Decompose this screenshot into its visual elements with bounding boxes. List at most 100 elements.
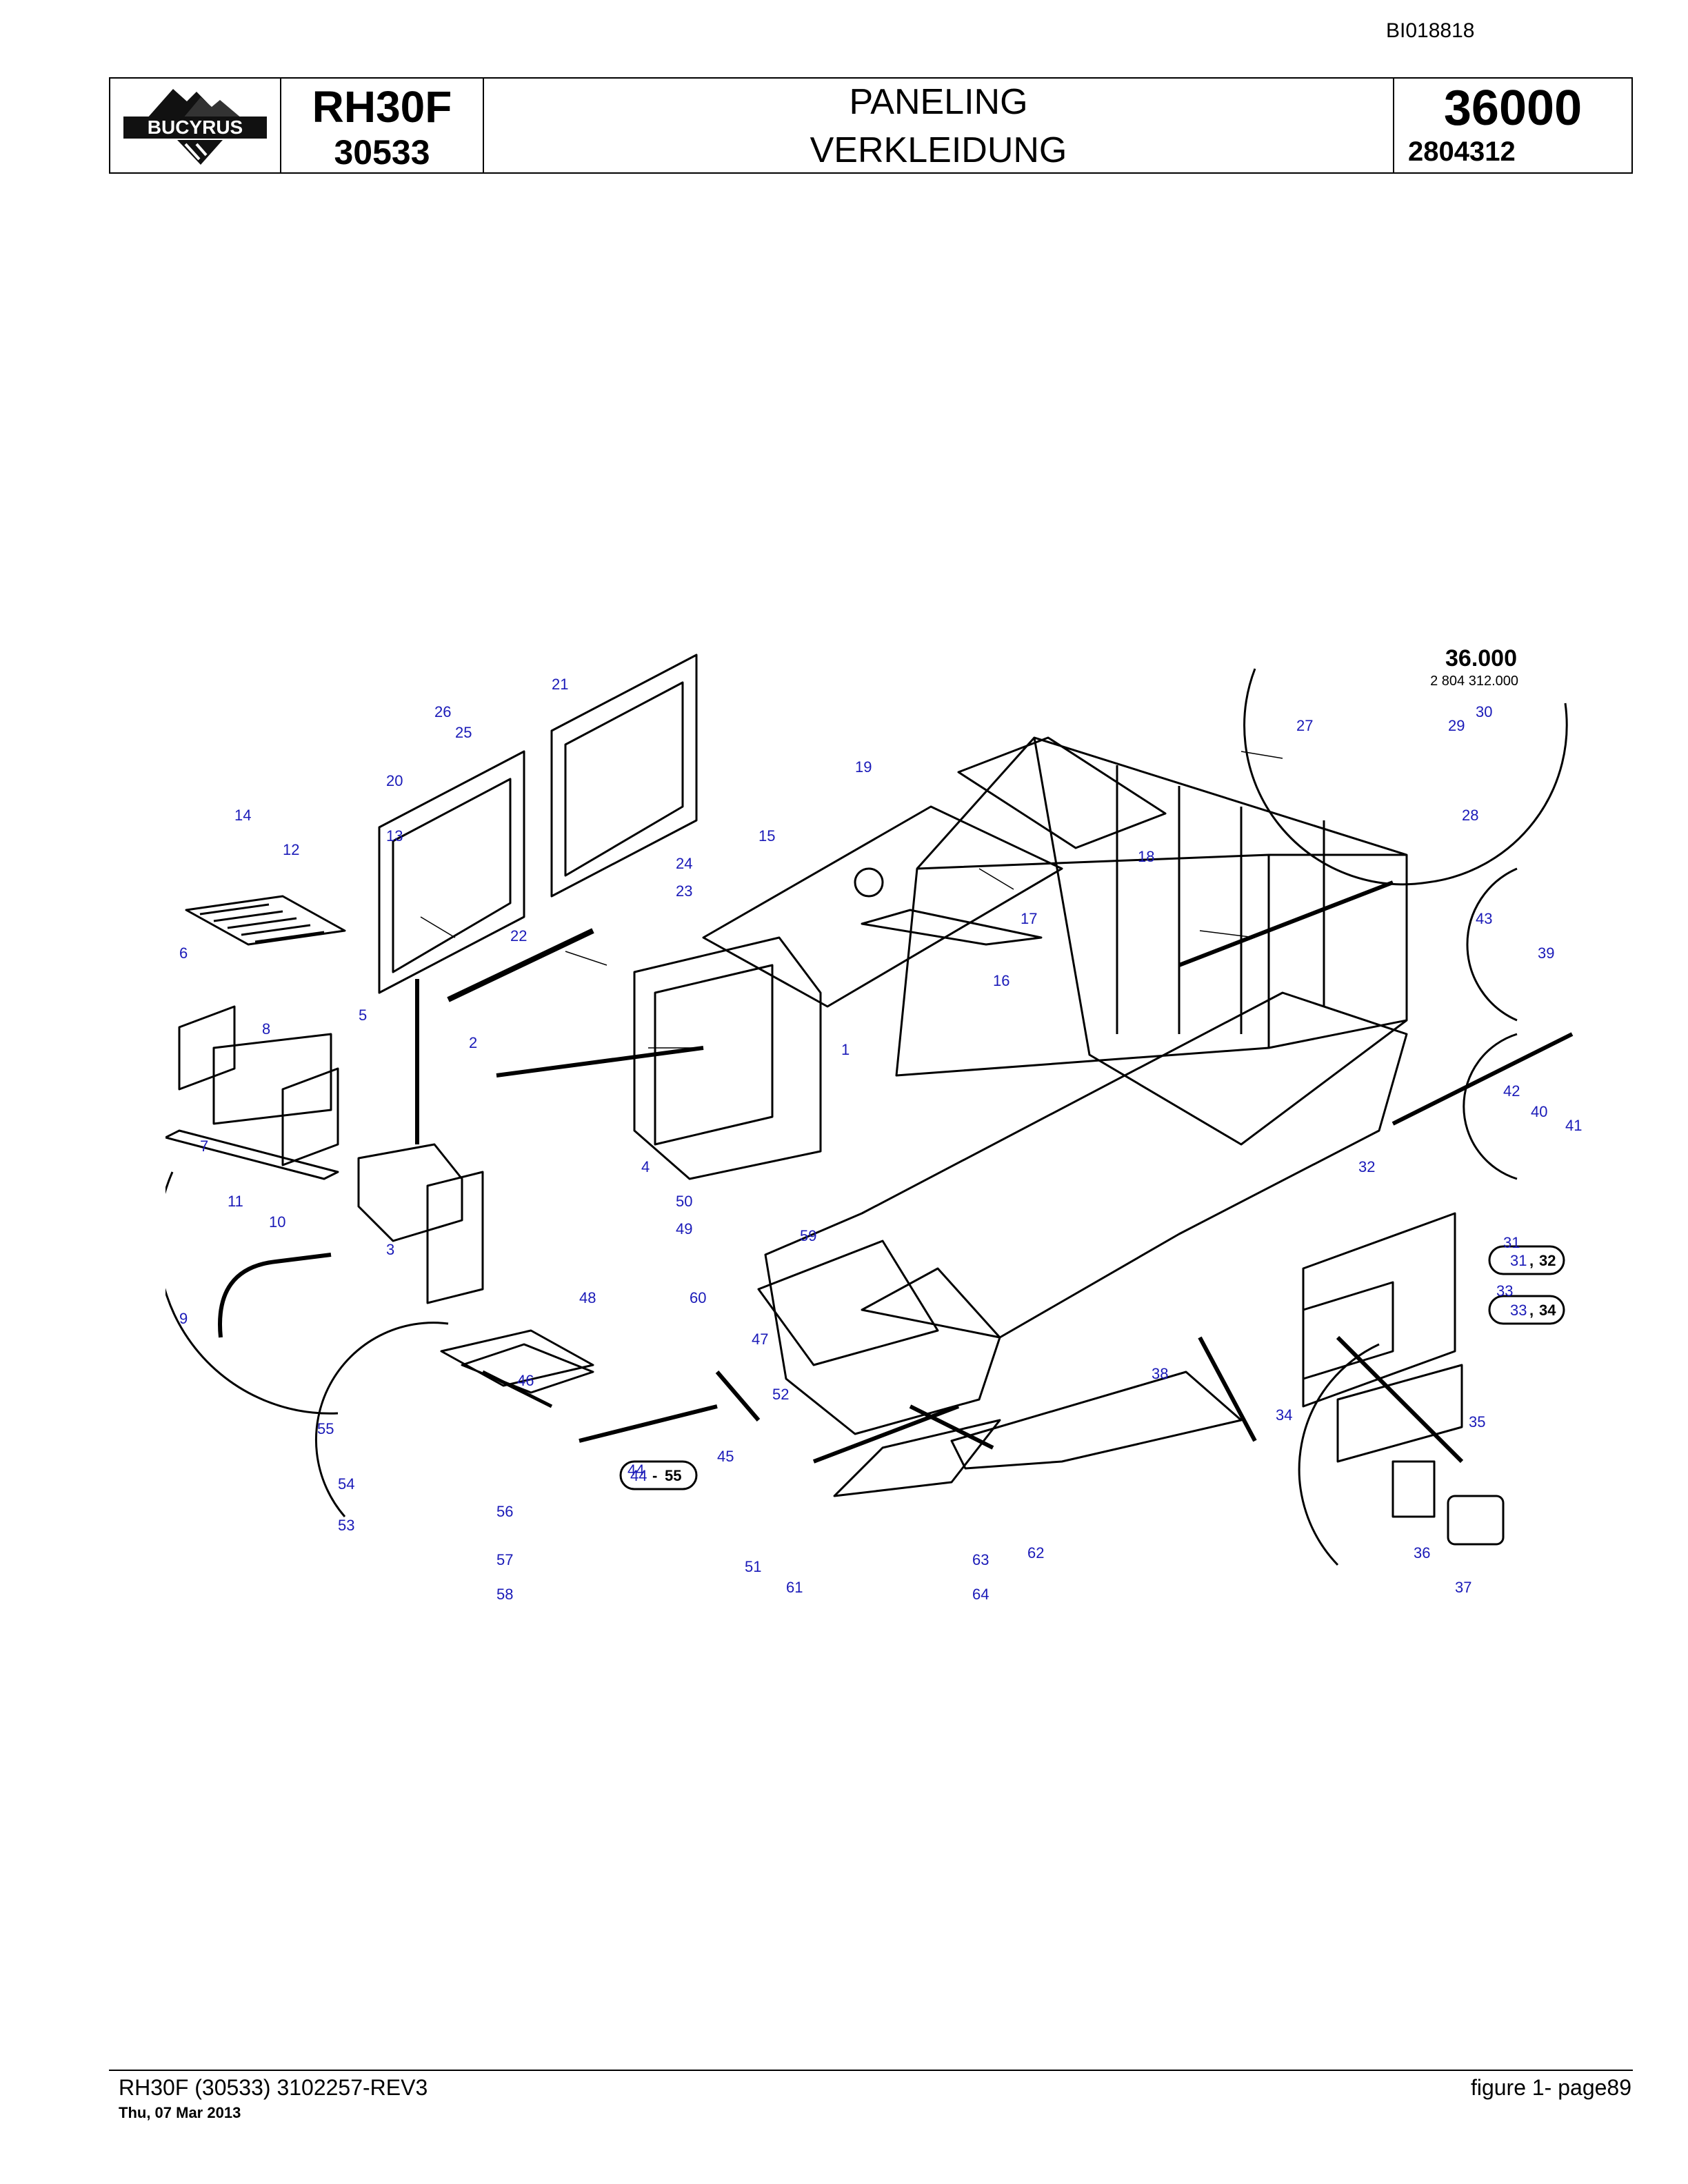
callout-7: 7 [200, 1138, 208, 1155]
callout-25: 25 [455, 724, 472, 741]
callout-44: 44 [627, 1462, 644, 1479]
callout-28: 28 [1462, 807, 1478, 824]
callout-32: 32 [1358, 1158, 1375, 1175]
callout-29: 29 [1448, 717, 1465, 734]
callout-47: 47 [752, 1331, 768, 1348]
title-german: VERKLEIDUNG [810, 130, 1067, 170]
callout-56: 56 [496, 1503, 513, 1520]
callout-42: 42 [1503, 1082, 1520, 1100]
callout-30: 30 [1476, 703, 1492, 720]
ref-subtitle: 2 804 312.000 [1430, 674, 1518, 689]
callout-14: 14 [234, 807, 251, 824]
callout-4: 4 [641, 1158, 650, 1175]
footer-document-ref: RH30F (30533) 3102257-REV3 [119, 2075, 428, 2100]
ref-title: 36.000 [1445, 648, 1517, 671]
range-sep: , [1529, 1252, 1534, 1269]
callout-16: 16 [993, 972, 1009, 989]
callout-45: 45 [717, 1448, 734, 1465]
callout-57: 57 [496, 1551, 513, 1568]
callout-18: 18 [1138, 848, 1154, 865]
logo-text: BUCYRUS [148, 117, 243, 138]
callout-52: 52 [772, 1386, 789, 1403]
callout-40: 40 [1531, 1103, 1547, 1120]
callout-6: 6 [179, 944, 188, 962]
callout-61: 61 [786, 1579, 803, 1596]
detail-circle-top-right [1243, 668, 1568, 886]
callout-9: 9 [179, 1310, 188, 1327]
part-number: 2804312 [1408, 136, 1516, 167]
callout-58: 58 [496, 1586, 513, 1603]
callout-64: 64 [972, 1586, 989, 1603]
range-end: 32 [1539, 1252, 1556, 1269]
logo-cell: BUCYRUS [110, 79, 281, 172]
callout-22: 22 [510, 927, 527, 944]
callout-43: 43 [1476, 910, 1492, 927]
callout-19: 19 [855, 758, 872, 776]
title-block: BUCYRUS RH30F 30533 PANELING VERKLEIDUNG… [109, 77, 1633, 174]
group-cell: 36000 2804312 [1394, 79, 1631, 172]
callout-63: 63 [972, 1551, 989, 1568]
callout-3: 3 [386, 1241, 394, 1258]
callout-41: 41 [1565, 1117, 1582, 1134]
callout-31: 31 [1503, 1234, 1520, 1251]
detail-circle-left [165, 1171, 339, 1415]
callout-53: 53 [338, 1517, 354, 1534]
range-box-33-34: 33 , 34 [1488, 1295, 1565, 1325]
callout-2: 2 [469, 1034, 477, 1051]
callout-1: 1 [841, 1041, 850, 1058]
callout-39: 39 [1538, 944, 1554, 962]
range-sep: - [652, 1467, 657, 1484]
callout-17: 17 [1021, 910, 1037, 927]
callout-10: 10 [269, 1213, 285, 1231]
callout-8: 8 [262, 1020, 270, 1038]
document-id: BI018818 [1386, 19, 1475, 42]
callout-37: 37 [1455, 1579, 1471, 1596]
callout-46: 46 [517, 1372, 534, 1389]
callout-48: 48 [579, 1289, 596, 1306]
callout-13: 13 [386, 827, 403, 845]
callout-55: 55 [317, 1420, 334, 1437]
model-cell: RH30F 30533 [281, 79, 484, 172]
callout-49: 49 [676, 1220, 692, 1237]
range-start: 31 [1510, 1252, 1527, 1269]
callout-60: 60 [690, 1289, 706, 1306]
callout-36: 36 [1414, 1544, 1430, 1561]
callout-62: 62 [1027, 1544, 1044, 1561]
callout-24: 24 [676, 855, 692, 872]
callout-35: 35 [1469, 1413, 1485, 1430]
range-box-44-55: 44 - 55 [619, 1460, 698, 1490]
model-number: 30533 [334, 133, 430, 172]
footer-page: figure 1- page89 [1470, 2075, 1631, 2100]
model-name: RH30F [312, 82, 452, 132]
callout-12: 12 [283, 841, 299, 858]
bucyrus-logo: BUCYRUS [123, 89, 267, 165]
callout-23: 23 [676, 882, 692, 900]
footer-date: Thu, 07 Mar 2013 [119, 2104, 241, 2121]
callout-26: 26 [434, 703, 451, 720]
callout-51: 51 [745, 1558, 761, 1575]
callout-20: 20 [386, 772, 403, 789]
callout-59: 59 [800, 1227, 816, 1244]
callout-50: 50 [676, 1193, 692, 1210]
callout-layer: 1234567891011121314151617181920212223242… [179, 676, 1582, 1603]
title-cell: PANELING VERKLEIDUNG [484, 79, 1394, 172]
detail-circle-bottom-left [314, 1322, 449, 1517]
callout-34: 34 [1276, 1406, 1292, 1424]
group-number: 36000 [1443, 81, 1582, 136]
footer-rule [109, 2070, 1633, 2071]
range-sep: , [1529, 1302, 1534, 1319]
callout-27: 27 [1296, 717, 1313, 734]
callout-5: 5 [359, 1007, 367, 1024]
callout-33: 33 [1496, 1282, 1513, 1300]
range-start: 33 [1510, 1302, 1527, 1319]
range-end: 34 [1539, 1302, 1556, 1319]
callout-21: 21 [552, 676, 568, 693]
callout-15: 15 [758, 827, 775, 845]
range-start: 44 [630, 1467, 647, 1484]
callout-54: 54 [338, 1475, 354, 1493]
title-english: PANELING [849, 82, 1028, 122]
range-box-31-32: 31 , 32 [1488, 1245, 1565, 1275]
exploded-parts-diagram: 36.000 2 804 312.000 31 , 32 33 , 34 44 … [165, 648, 1582, 1603]
callout-38: 38 [1152, 1365, 1168, 1382]
callout-11: 11 [228, 1193, 243, 1210]
